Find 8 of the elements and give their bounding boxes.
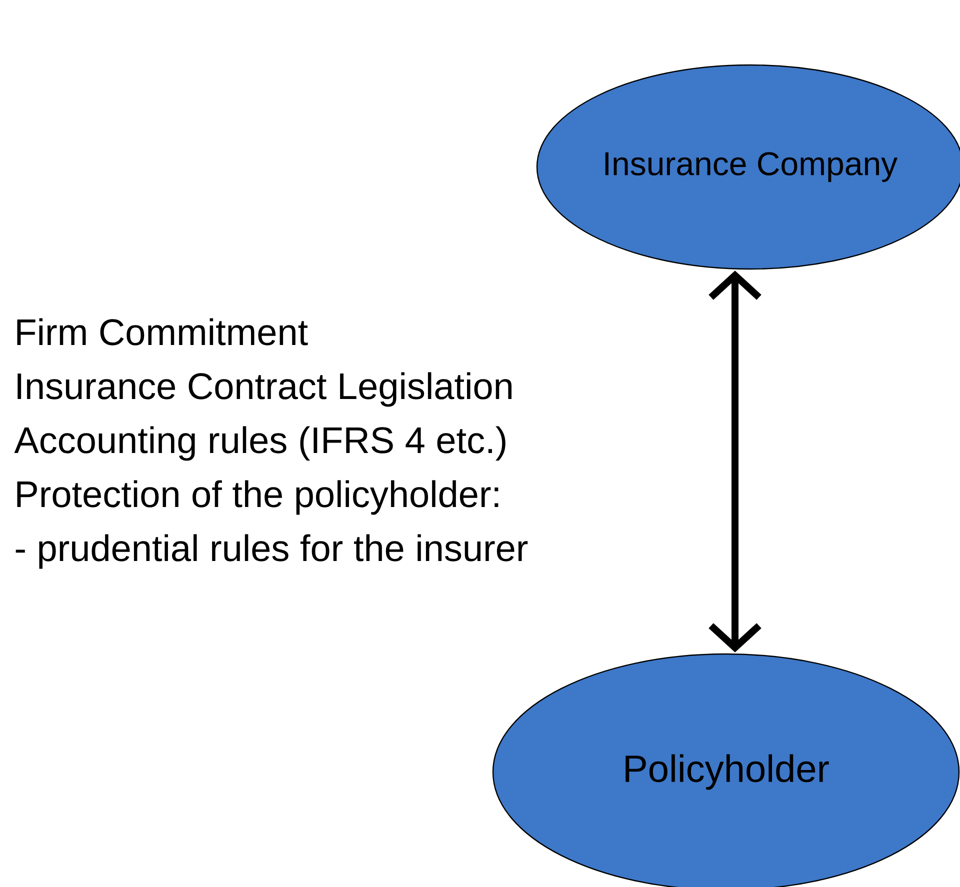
- double-arrow: [708, 270, 762, 652]
- note-text: Protection of the policyholder:: [17, 480, 498, 515]
- note-text: Firm Commitment: [17, 318, 308, 346]
- ellipse-node: Insurance Company: [536, 64, 960, 270]
- note-text: Insurance Contract Legislation: [18, 372, 512, 407]
- note-text: Accounting rules (IFRS 4 etc.): [14, 426, 506, 461]
- ellipse-node: Policyholder: [492, 653, 960, 887]
- note-text: - prudential rules for the insurer: [16, 534, 528, 569]
